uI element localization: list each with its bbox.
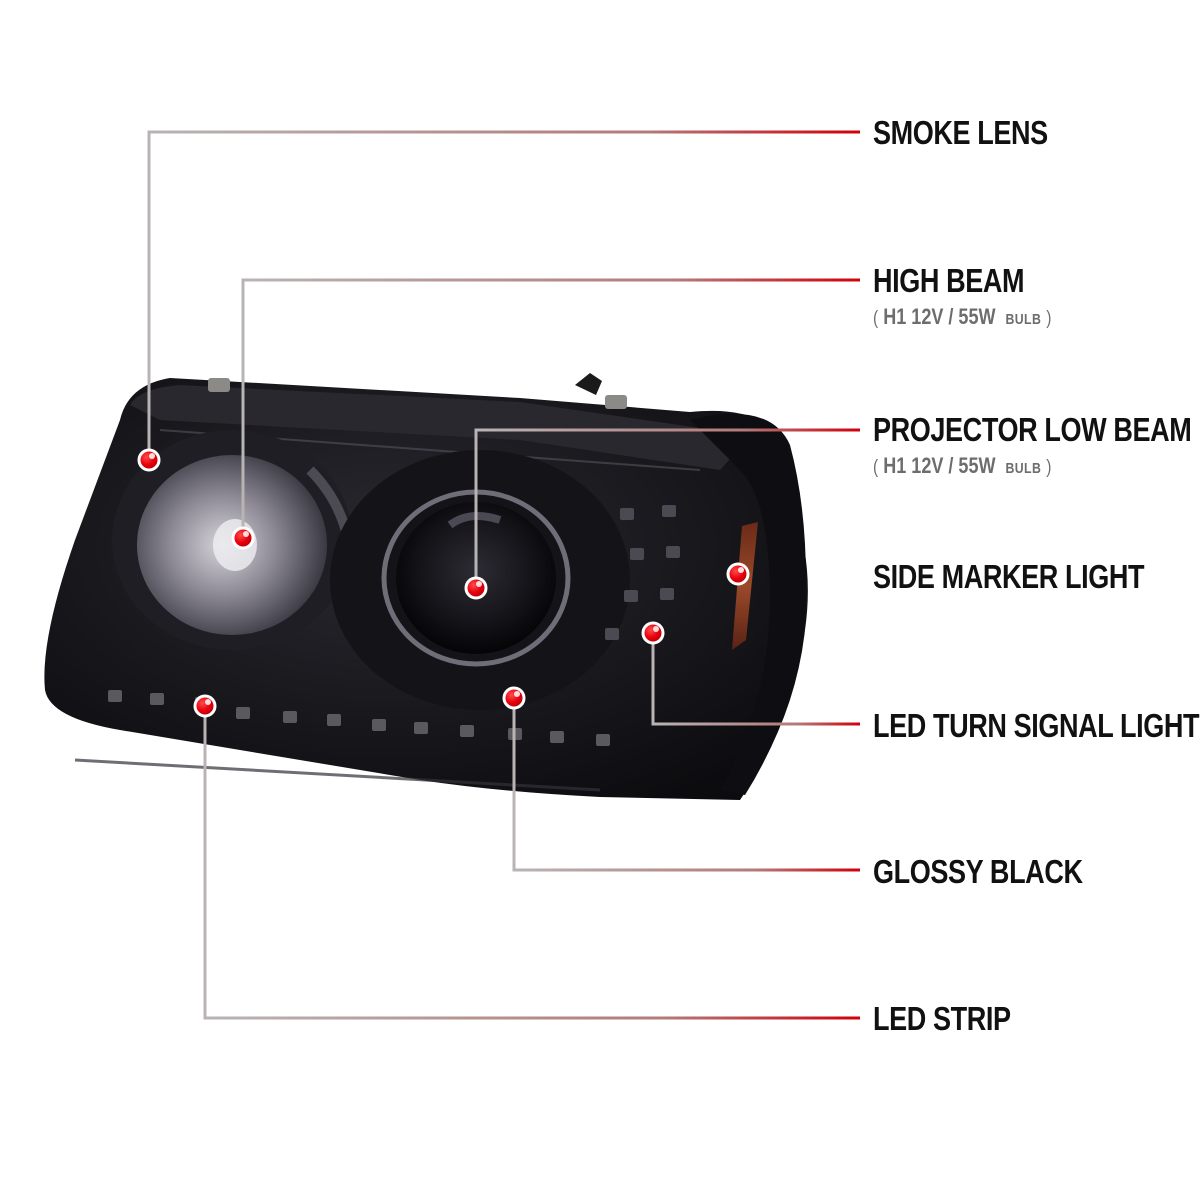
marker-smoke-lens	[137, 448, 161, 472]
led-turn-signal-cluster	[605, 505, 680, 640]
amber-side-marker	[732, 522, 758, 650]
label-projector-low-beam: PROJECTOR LOW BEAM	[873, 411, 1192, 448]
sublabel-low-beam-bulb-spec: ( H1 12V / 55W BULB )	[873, 453, 1052, 478]
sublabel-high-beam-bulb-spec: ( H1 12V / 55W BULB )	[873, 304, 1052, 329]
label-led-turn-signal-light: LED TURN SIGNAL LIGHT	[873, 707, 1200, 744]
marker-led-strip	[193, 694, 217, 718]
label-high-beam: HIGH BEAM	[873, 262, 1025, 299]
label-led-strip: LED STRIP	[873, 1000, 1011, 1037]
label-side-marker-light: SIDE MARKER LIGHT	[873, 558, 1145, 595]
marker-glossy-black	[502, 686, 526, 710]
marker-highlights	[149, 453, 744, 705]
marker-side-marker-light	[726, 562, 750, 586]
marker-projector-low-beam	[464, 576, 488, 600]
callout-leader-lines	[147, 130, 860, 1020]
label-smoke-lens: SMOKE LENS	[873, 114, 1048, 151]
marker-led-turn-signal	[641, 621, 665, 645]
label-glossy-black: GLOSSY BLACK	[873, 853, 1083, 890]
marker-high-beam	[231, 526, 255, 550]
